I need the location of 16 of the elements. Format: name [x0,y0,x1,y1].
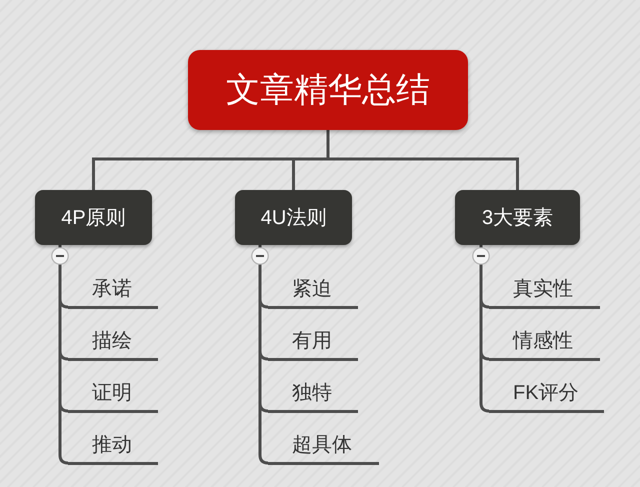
subtopic: 独特 [268,376,358,412]
root-topic-box: 文章精华总结 [188,50,468,130]
topic-box: 4U法则 [235,190,352,245]
subtopic: 紧迫 [268,272,358,308]
subtopic: FK评分 [489,376,604,412]
subtopic: 描绘 [68,324,158,360]
subtopic: 超具体 [268,428,379,464]
subtopic: 有用 [268,324,358,360]
subtopic: 证明 [68,376,158,412]
topic-box: 3大要素 [455,190,580,245]
topic-box: 4P原则 [35,190,152,245]
connector-line [326,130,519,190]
subtopic: 情感性 [489,324,600,360]
subtopic: 推动 [68,428,158,464]
subtopic: 真实性 [489,272,600,308]
subtopic: 承诺 [68,272,158,308]
